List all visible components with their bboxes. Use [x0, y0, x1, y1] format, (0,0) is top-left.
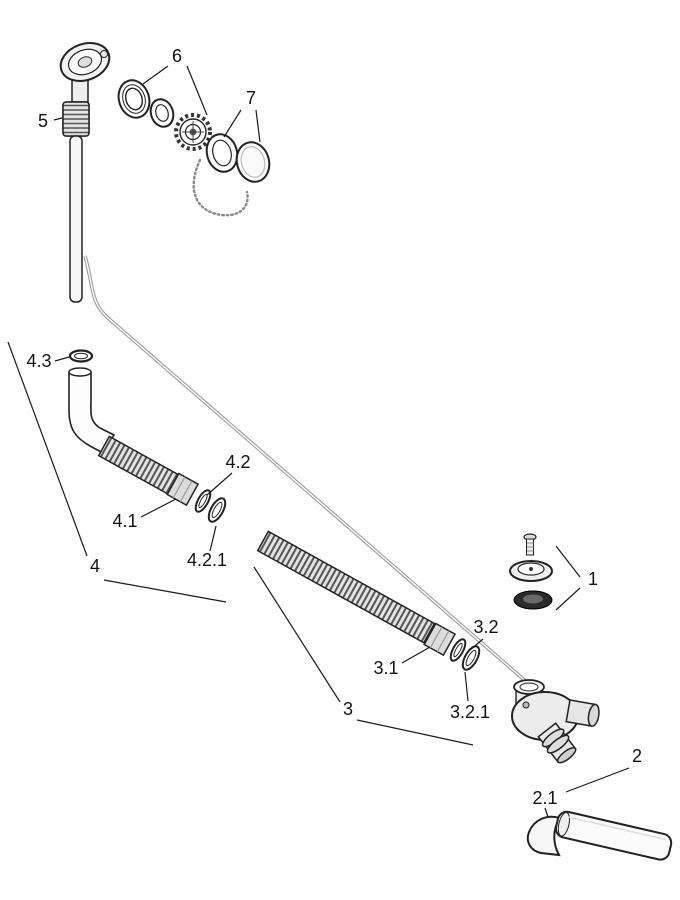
corrugated-hose-short [97, 435, 181, 496]
label-4-2: 4.2 [225, 452, 250, 472]
bracket-4a [7, 341, 88, 557]
gear-hub [174, 113, 212, 151]
bracket-1a [555, 545, 581, 578]
elbow-pipe [68, 371, 116, 455]
washer [194, 489, 212, 513]
cap-disc [235, 141, 271, 183]
turn-handle-assembly [59, 42, 111, 303]
label-2-1: 2.1 [532, 788, 557, 808]
handle-tube [69, 135, 83, 303]
rubber-seal [513, 590, 553, 610]
cap-chain [192, 158, 249, 217]
union-nut-large [423, 622, 457, 657]
leader-7a [223, 109, 242, 138]
leader-2 [565, 767, 630, 793]
long-hose-group [256, 530, 481, 671]
label-5: 5 [38, 111, 48, 131]
leader-4-1 [140, 498, 177, 518]
label-1: 1 [588, 569, 598, 589]
handle-screw [100, 50, 108, 58]
bracket-1b [555, 587, 581, 611]
waste-body [511, 679, 600, 764]
leader-3-2 [469, 638, 484, 651]
cover-cap-group [192, 133, 271, 217]
bowden-cable [83, 255, 531, 686]
seal-ring [461, 645, 481, 671]
screw [523, 533, 537, 556]
leader-4-2 [206, 472, 233, 496]
outlet-elbow [526, 815, 562, 857]
union-nut-small [166, 472, 200, 507]
strainer [509, 560, 553, 582]
label-4: 4 [90, 556, 100, 576]
label-4-2-1: 4.2.1 [187, 550, 227, 570]
seal-ring [207, 497, 227, 523]
leader-2-1 [544, 807, 549, 818]
label-3-2-1: 3.2.1 [450, 702, 490, 722]
corrugated-hose-long [256, 530, 436, 644]
drain-pipe [554, 810, 673, 861]
label-2: 2 [632, 746, 642, 766]
leader-3-2-1 [464, 671, 469, 702]
leader-6b [186, 65, 208, 116]
label-3-1: 3.1 [373, 658, 398, 678]
waste-body-group [511, 679, 673, 861]
o-ring [68, 349, 94, 363]
valve-top-group [509, 533, 553, 610]
leader-6a [142, 65, 169, 85]
label-3-2: 3.2 [473, 617, 498, 637]
label-4-3: 4.3 [26, 351, 51, 371]
bracket-4b [103, 579, 227, 603]
overflow-elbow-group [68, 349, 227, 523]
leader-4-2-1 [209, 525, 217, 552]
leader-7b [255, 109, 261, 143]
bracket-3a [253, 566, 341, 703]
label-7: 7 [246, 88, 256, 108]
leader-3-1 [401, 646, 431, 664]
leader-5 [53, 117, 63, 121]
escutcheon-group [117, 79, 212, 151]
label-3: 3 [343, 699, 353, 719]
bracket-3b [356, 719, 474, 746]
leader-4-3 [54, 356, 70, 362]
washer [449, 638, 467, 662]
label-6: 6 [172, 46, 182, 66]
label-4-1: 4.1 [112, 511, 137, 531]
